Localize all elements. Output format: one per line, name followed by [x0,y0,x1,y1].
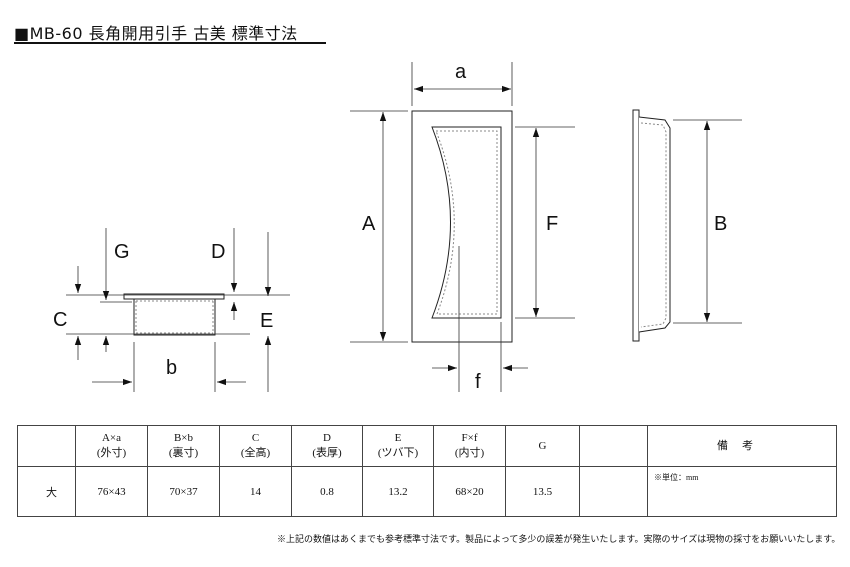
header-cell: D(表厚) [291,425,363,467]
table-cell-remarks: ※単位：mm [647,466,837,517]
dim-label-A: A [362,213,376,235]
table-cell: 76×43 [75,466,148,517]
table-cell: 13.5 [505,466,580,517]
profile-view [632,109,671,342]
header-cell-remarks: 備考 [647,425,837,467]
header-cell [17,425,76,467]
profile-flange [632,109,640,342]
header-cell: C(全高) [219,425,292,467]
header-cell: E(ツバ下) [362,425,434,467]
table-cell: 14 [219,466,292,517]
header-cell [579,425,648,467]
front-view [411,110,513,343]
dimension-drawing: a A F f B b C D E G [53,61,742,393]
page-title: ■MB-60 長角開用引手 古美 標準寸法 [14,24,298,43]
table-header-row: A×a(外寸) B×b(裏寸) C(全高) D(表厚) E(ツバ下) F×f(内… [17,425,837,467]
table-cell [579,466,648,517]
spec-table: A×a(外寸) B×b(裏寸) C(全高) D(表厚) E(ツバ下) F×f(内… [17,425,837,517]
front-recess-inner [435,130,498,315]
table-cell-size: 大 [17,466,76,517]
table-row: 大 76×43 70×37 14 0.8 13.2 68×20 13.5 ※単位… [17,466,837,517]
footnote: ※上記の数値はあくまでも参考標準寸法です。製品によって多少の誤差が発生いたします… [277,534,841,544]
table-cell: 68×20 [433,466,506,517]
table-cell: 70×37 [147,466,220,517]
dim-label-B: B [714,213,727,235]
header-cell: A×a(外寸) [75,425,148,467]
header-cell: G [505,425,580,467]
header-cell: B×b(裏寸) [147,425,220,467]
dim-label-b: b [166,357,177,379]
table-cell: 0.8 [291,466,363,517]
dim-label-C: C [53,309,67,331]
body-rect [133,298,216,336]
table-cell: 13.2 [362,466,434,517]
side-view-dimensions [66,228,290,392]
profile-view-dimensions [673,119,742,324]
title-underline [14,42,326,44]
dim-label-G: G [114,241,130,263]
dim-label-a: a [455,61,467,83]
header-cell: F×f(内寸) [433,425,506,467]
dim-label-F: F [546,213,558,235]
dim-label-E: E [260,310,273,332]
profile-body [638,116,671,333]
dim-label-f: f [475,371,481,393]
dim-label-D: D [211,241,225,263]
side-view [123,293,225,336]
front-view-dimensions [350,62,575,392]
